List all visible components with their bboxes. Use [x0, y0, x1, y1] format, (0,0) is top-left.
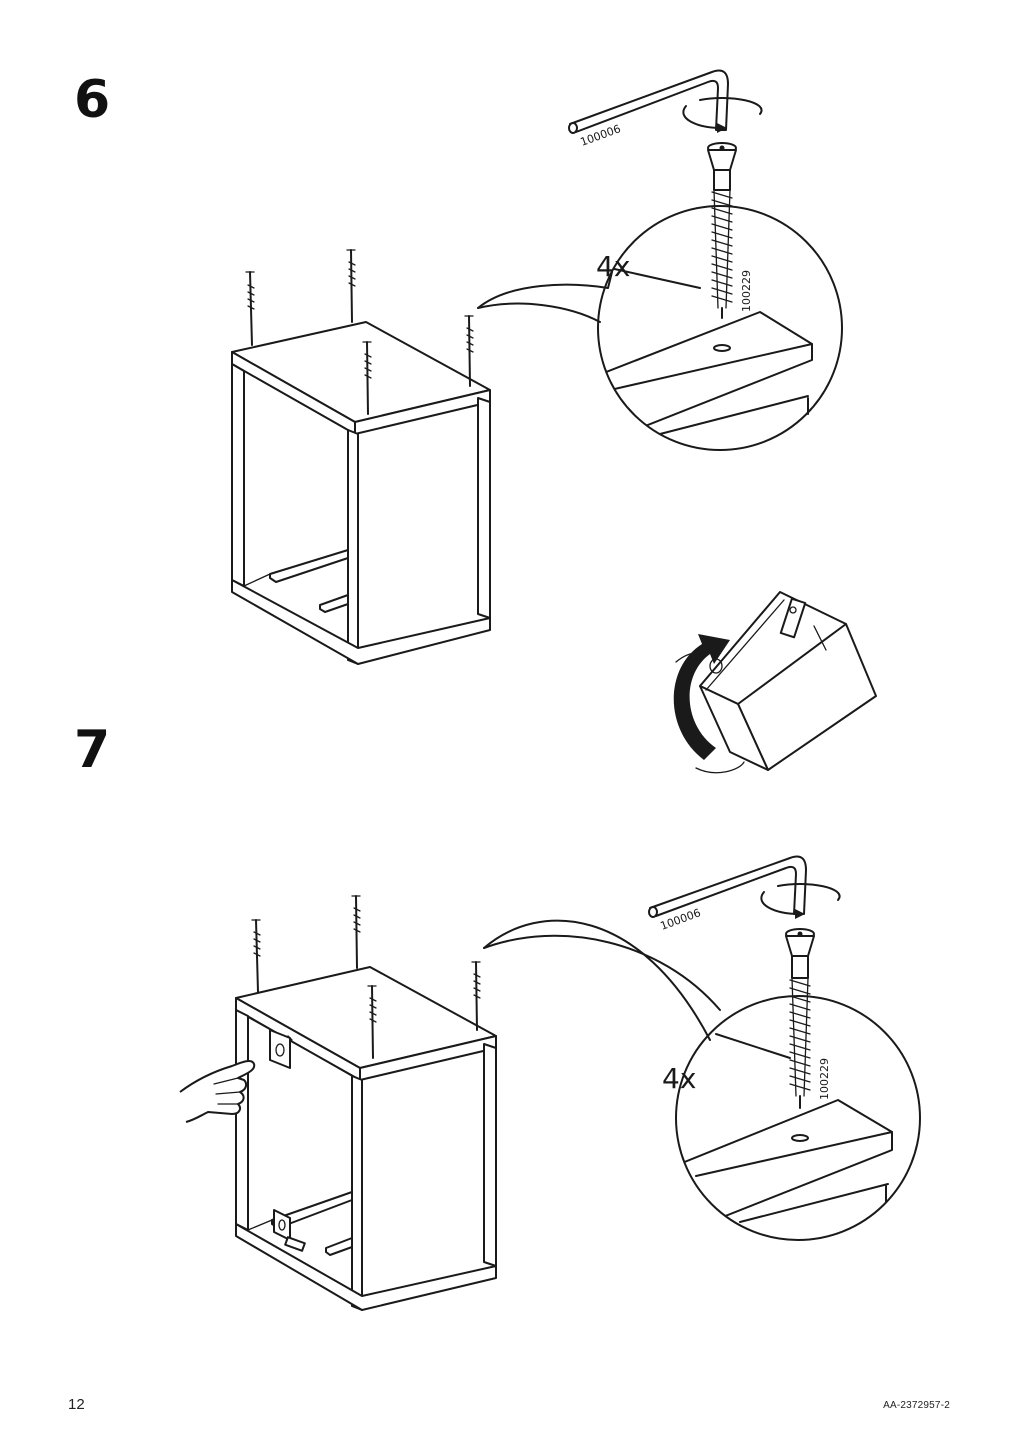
- step-6-screws: [245, 249, 474, 415]
- screw-icon: [245, 271, 255, 346]
- rotate-arrow-icon: [682, 97, 763, 133]
- page-number: 12: [68, 1396, 85, 1413]
- step-7-number: 7: [74, 720, 111, 780]
- allen-key-icon: [648, 855, 807, 918]
- screw-icon: [367, 985, 377, 1059]
- screw-icon: [464, 315, 474, 387]
- step-6-number: 6: [74, 70, 111, 130]
- screw-icon: [707, 142, 737, 319]
- step-7-quantity: 4x: [662, 1062, 696, 1095]
- pointing-hand-icon: [179, 1059, 256, 1123]
- step-6-detail-circle: [597, 205, 843, 451]
- flip-cabinet-illustration: [699, 591, 877, 771]
- screw-icon: [362, 341, 372, 415]
- screw-icon: [785, 928, 815, 1109]
- screw-icon: [346, 249, 356, 323]
- step-7-cabinet: [235, 966, 497, 1311]
- document-code: AA-2372957-2: [883, 1400, 950, 1411]
- screw-icon: [351, 895, 361, 969]
- step-7-screw-code: 100229: [818, 1058, 831, 1100]
- flip-arrow-icon: [673, 634, 745, 774]
- screw-icon: [251, 919, 261, 993]
- step-7-callout-pointer: [483, 919, 711, 1041]
- allen-key-icon: [568, 69, 729, 134]
- screw-icon: [471, 961, 481, 1031]
- step-6-callout-pointer: [477, 302, 601, 323]
- step-6-quantity: 4x: [596, 250, 630, 283]
- step-7-detail-circle: [675, 995, 921, 1241]
- step-7-callout-pointer: [483, 934, 721, 1011]
- rotate-arrow-icon: [760, 883, 841, 919]
- step-7-screws: [251, 895, 481, 1059]
- step-6-cabinet: [231, 321, 491, 665]
- step-6-screw-code: 100229: [740, 270, 753, 312]
- step-6-callout-pointer: [477, 271, 613, 309]
